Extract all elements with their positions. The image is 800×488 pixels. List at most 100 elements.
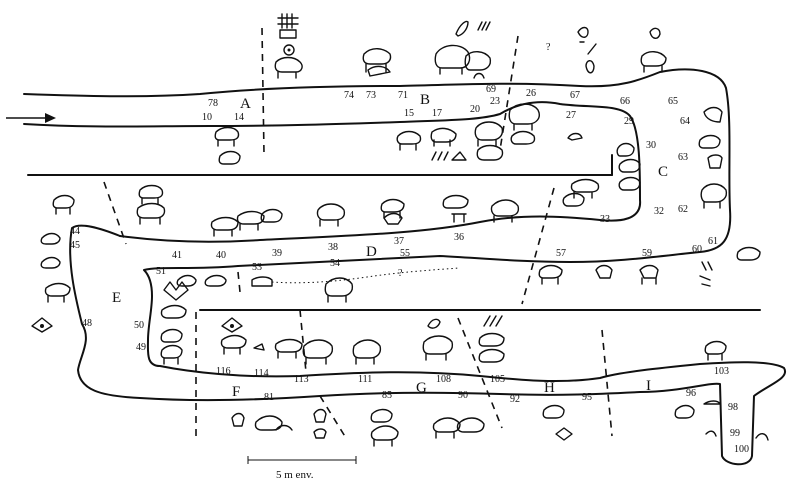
figure-number: 41 <box>172 250 182 261</box>
figure-number: 74 <box>344 90 354 101</box>
section-label-d: D <box>366 244 377 260</box>
figure-number: 62 <box>678 204 688 215</box>
dot-mark <box>230 324 234 328</box>
boundary-a <box>261 27 265 155</box>
mammoth-figure-icon <box>434 44 492 79</box>
figure-number: 81 <box>264 392 274 403</box>
figure-number: 30 <box>646 140 656 151</box>
animal-figure-icon <box>274 48 392 79</box>
figure-number: 67 <box>570 90 580 101</box>
figure-number: 85 <box>382 390 392 401</box>
figure-number: 60 <box>692 244 702 255</box>
figure-number: 66 <box>620 96 630 107</box>
boundary-fg <box>299 309 307 373</box>
section-label-c: C <box>658 164 668 180</box>
figure-number: 29 <box>624 116 634 127</box>
figure-number: 78 <box>208 98 218 109</box>
animal-figure-icon <box>214 126 241 165</box>
figure-number: 50 <box>134 320 144 331</box>
section-label-i: I <box>646 378 651 394</box>
boundary-hi <box>601 329 613 437</box>
dot-mark <box>40 324 44 328</box>
figure-number: 27 <box>566 110 576 121</box>
figure-number: 64 <box>680 116 690 127</box>
figure-number: 55 <box>400 248 410 259</box>
figure-number: 20 <box>470 104 480 115</box>
animal-figure-icon <box>231 404 573 447</box>
figure-number: 90 <box>458 390 468 401</box>
figure-number: 103 <box>714 366 729 377</box>
section-label-f: F <box>232 384 240 400</box>
animal-figure-icon <box>31 194 273 365</box>
figure-number: 45 <box>70 240 80 251</box>
boundary-fg-low <box>319 395 347 439</box>
figure-number: 57 <box>556 248 566 259</box>
boundary-e1 <box>103 181 127 245</box>
figure-number: 40 <box>216 250 226 261</box>
figure-number: 44 <box>70 226 80 237</box>
figure-number: 26 <box>526 88 536 99</box>
scale-label: 5 m env. <box>276 469 314 481</box>
figure-number: 32 <box>654 206 664 217</box>
figure-number: 99 <box>730 428 740 439</box>
figure-number: 111 <box>358 374 372 385</box>
figure-number: 96 <box>686 388 696 399</box>
figure-number: 36 <box>454 232 464 243</box>
figure-number: 100 <box>734 444 749 455</box>
figure-number: 98 <box>728 402 738 413</box>
figure-number: 108 <box>436 374 451 385</box>
lower-gallery-wall <box>69 224 787 466</box>
figure-number: 48 <box>82 318 92 329</box>
figure-number: 10 <box>202 112 212 123</box>
upper-gallery-inner-wall <box>23 101 642 243</box>
animal-figure-icon <box>562 178 600 207</box>
section-label-h: H <box>544 380 555 396</box>
figure-number: 33 <box>600 214 610 225</box>
question-mark: ? <box>398 268 403 279</box>
animal-figure-icon <box>220 315 769 441</box>
question-mark: ? <box>546 42 551 53</box>
animal-figure-icon <box>136 184 761 303</box>
scale-bar <box>247 456 357 464</box>
figure-number: 59 <box>642 248 652 259</box>
dotted-path <box>271 267 461 284</box>
boundary-gh <box>457 317 503 429</box>
animal-figure-icon <box>577 26 728 209</box>
figure-number: 65 <box>668 96 678 107</box>
figure-number: 105 <box>490 374 505 385</box>
figure-number: 39 <box>272 248 282 259</box>
dot-mark <box>287 48 291 52</box>
section-label-e: E <box>112 290 121 306</box>
animal-figure-icon <box>396 121 504 161</box>
figure-number: 38 <box>328 242 338 253</box>
entrance-arrow <box>6 113 56 123</box>
section-label-b: B <box>420 92 430 108</box>
figure-number: 63 <box>678 152 688 163</box>
figure-number: 53 <box>252 262 262 273</box>
section-label-a: A <box>240 96 251 112</box>
figure-number: 51 <box>156 266 166 277</box>
figure-number: 113 <box>294 374 309 385</box>
figure-number: 114 <box>254 368 269 379</box>
figure-number: 49 <box>136 342 146 353</box>
boundary-d <box>521 187 555 305</box>
animal-figure-icon <box>508 103 583 145</box>
figure-number: 23 <box>490 96 500 107</box>
grid-sign-icon <box>277 13 299 56</box>
figure-number: 71 <box>398 90 408 101</box>
figure-number: 37 <box>394 236 404 247</box>
figure-number: 116 <box>216 366 231 377</box>
leaf-sign-icon <box>455 20 491 37</box>
figure-number: 54 <box>330 258 340 269</box>
figure-number: 15 <box>404 108 414 119</box>
figure-number: 17 <box>432 108 442 119</box>
figure-number: 61 <box>708 236 718 247</box>
boundary-e2 <box>237 271 241 293</box>
figure-number: 69 <box>486 84 496 95</box>
figure-number: 73 <box>366 90 376 101</box>
figure-number: 95 <box>582 392 592 403</box>
upper-gallery-wall <box>23 68 732 267</box>
figure-number: 14 <box>234 112 244 123</box>
